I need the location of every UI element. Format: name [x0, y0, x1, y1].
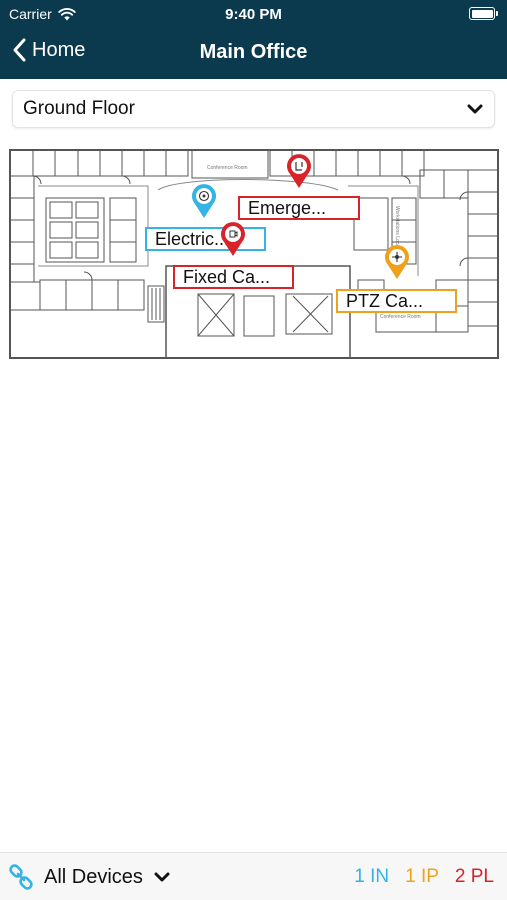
camera-icon: [221, 222, 245, 256]
wifi-icon: [58, 7, 76, 20]
ptz-camera-icon: [385, 245, 409, 279]
room-label-conference-right: Conference Room: [380, 314, 421, 320]
app-header: Carrier 9:40 PM Home Main Office: [0, 0, 507, 79]
device-counts: 1 IN 1 IP 2 PL: [354, 866, 494, 888]
device-tag-fixed-camera[interactable]: Fixed Ca...: [173, 265, 294, 289]
count-in[interactable]: 1 IN: [354, 866, 390, 887]
floor-plan[interactable]: Conference Room Conference Room Workstat…: [8, 146, 501, 362]
electric-icon: [192, 184, 216, 218]
room-label-conference-top: Conference Room: [207, 165, 248, 171]
device-pin-ptz-camera[interactable]: [382, 243, 412, 281]
status-bar: Carrier 9:40 PM: [0, 0, 507, 28]
emergency-icon: [287, 154, 311, 188]
floor-dropdown-value: Ground Floor: [23, 98, 135, 119]
bottom-bar: All Devices 1 IN 1 IP 2 PL: [0, 852, 507, 900]
count-pl[interactable]: 2 PL: [454, 866, 494, 887]
back-button[interactable]: Home: [12, 38, 85, 62]
device-tag-ptz-camera[interactable]: PTZ Ca...: [336, 289, 457, 313]
floor-plan-drawing: Conference Room Conference Room Workstat…: [9, 149, 499, 359]
device-tag-emergency[interactable]: Emerge...: [238, 196, 360, 220]
link-icon: [9, 864, 33, 890]
device-filter-label: All Devices: [44, 865, 143, 888]
device-filter-button[interactable]: All Devices: [8, 864, 171, 890]
battery-icon: [469, 7, 498, 20]
device-pin-emergency[interactable]: [284, 152, 314, 190]
room-label-workstations: Workstations Location: [394, 206, 400, 255]
floor-dropdown[interactable]: Ground Floor: [12, 90, 495, 128]
status-time: 9:40 PM: [225, 6, 282, 23]
device-pin-fixed-camera[interactable]: [218, 220, 248, 258]
chevron-left-icon: [13, 38, 26, 62]
device-pin-electric[interactable]: [189, 182, 219, 220]
chevron-down-icon: [154, 872, 170, 882]
carrier-label: Carrier: [9, 6, 52, 22]
nav-bar: Home Main Office: [0, 28, 507, 79]
back-label: Home: [32, 38, 86, 61]
device-tag-electric[interactable]: Electric...: [145, 227, 266, 251]
carrier-info: Carrier: [9, 6, 76, 22]
chevron-down-icon: [467, 104, 483, 114]
count-ip[interactable]: 1 IP: [405, 866, 439, 887]
